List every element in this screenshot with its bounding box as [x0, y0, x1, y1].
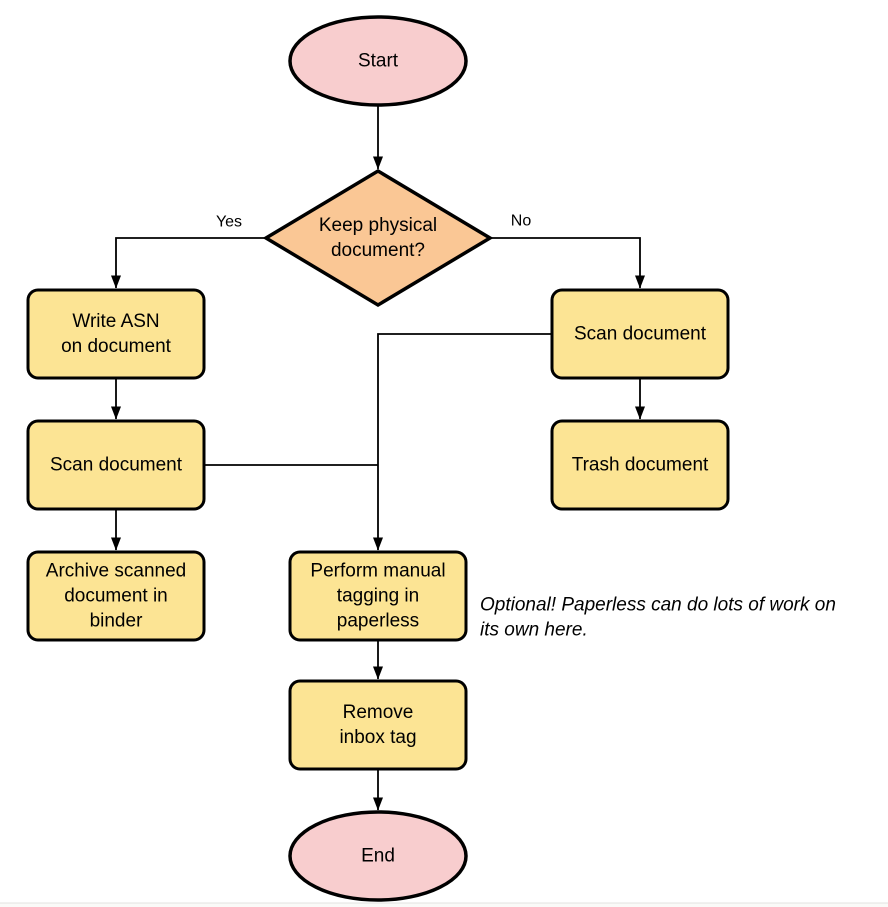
- decision-label-line1: Keep physical: [319, 215, 437, 236]
- write-asn-label-line2: on document: [61, 336, 172, 357]
- decision-label-line2: document?: [331, 240, 425, 261]
- remove-inbox-tag-label-line1: Remove: [343, 702, 414, 723]
- node-archive-scanned: Archive scanned document in binder: [26, 550, 206, 642]
- remove-inbox-tag-label-line2: inbox tag: [339, 727, 416, 748]
- manual-tagging-label-line3: paperless: [337, 611, 419, 632]
- edge-decision-yes-to-write-asn: [111, 237, 266, 289]
- end-label: End: [361, 846, 395, 867]
- archive-scanned-label-line2: document in: [64, 586, 168, 607]
- write-asn-box: [26, 288, 206, 380]
- remove-inbox-tag-box: [288, 679, 468, 771]
- archive-scanned-label-line3: binder: [90, 611, 143, 632]
- node-keep-physical-decision: Keep physical document?: [262, 168, 494, 308]
- node-write-asn: Write ASN on document: [26, 288, 206, 380]
- bottom-edge-strip: [0, 902, 888, 907]
- archive-scanned-box: [26, 550, 206, 642]
- manual-tagging-label-line1: Perform manual: [310, 561, 445, 582]
- scan-document-left-label: Scan document: [50, 455, 183, 476]
- write-asn-label-line1: Write ASN: [72, 311, 159, 332]
- edge-decision-no-to-scan-right: [490, 237, 645, 289]
- node-manual-tagging: Perform manual tagging in paperless: [288, 550, 468, 642]
- trash-document-box: [550, 419, 730, 511]
- node-scan-document-left: Scan document: [26, 419, 206, 511]
- edges: [111, 105, 645, 811]
- scan-document-right-box: [550, 288, 730, 380]
- node-end: End: [288, 810, 468, 902]
- node-start: Start: [288, 15, 468, 107]
- decision-diamond-shape: [262, 168, 494, 308]
- node-scan-document-right: Scan document: [550, 288, 730, 380]
- scan-document-right-label: Scan document: [574, 324, 707, 345]
- edge-scan-right-to-tagging: [373, 333, 552, 551]
- trash-document-label: Trash document: [572, 455, 709, 476]
- optional-note-line2: its own here.: [480, 620, 588, 641]
- node-remove-inbox-tag: Remove inbox tag: [288, 679, 468, 771]
- archive-scanned-label-line1: Archive scanned: [46, 561, 186, 582]
- bottom-edge-fill: [0, 903, 888, 907]
- start-label: Start: [358, 51, 399, 72]
- manual-tagging-box: [288, 550, 468, 642]
- optional-note-line1: Optional! Paperless can do lots of work …: [480, 595, 836, 616]
- optional-note: Optional! Paperless can do lots of work …: [480, 595, 836, 641]
- node-trash-document: Trash document: [550, 419, 730, 511]
- scan-document-left-box: [26, 419, 206, 511]
- end-terminator-shape: [288, 810, 468, 902]
- start-terminator-shape: [288, 15, 468, 107]
- edge-label-yes: Yes: [216, 214, 242, 231]
- manual-tagging-label-line2: tagging in: [337, 586, 419, 607]
- edge-label-no: No: [511, 213, 532, 230]
